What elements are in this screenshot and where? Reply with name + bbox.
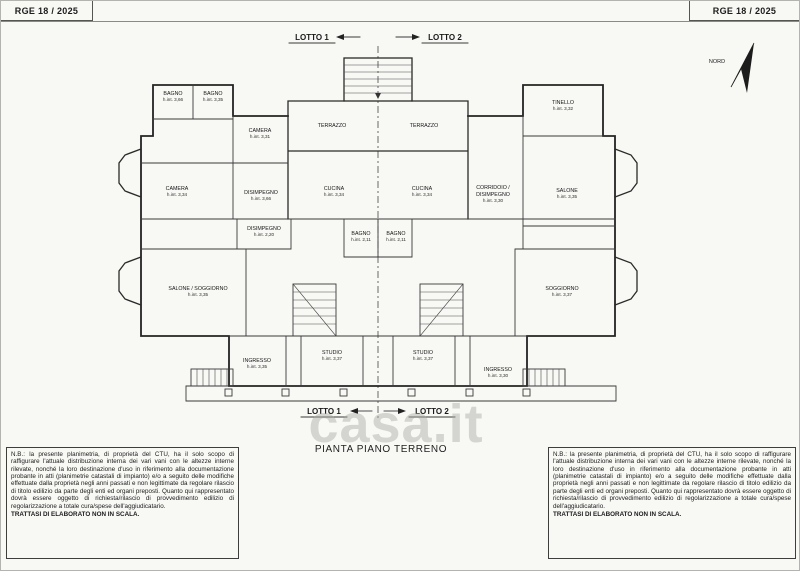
room-studio-dx: STUDIO [413,350,433,356]
room-tinello-h: h.int. 3,32 [553,106,574,111]
room-ingresso-sx-h: h.int. 3,35 [247,364,268,369]
lotto1-top-label: LOTTO 1 [295,33,329,42]
disclaimer-box-right: N.B.: la presente planimetria, di propri… [548,447,796,559]
interior-walls [140,84,616,387]
room-disimpegno1-h: h.int. 3,66 [251,196,272,201]
bay-windows [118,148,638,306]
room-studio-sx: STUDIO [322,350,342,356]
lotto2-top-label: LOTTO 2 [428,33,462,42]
lotto-labels-top: LOTTO 1 LOTTO 2 [288,33,469,44]
room-cucina-sx: CUCINA [324,186,345,192]
room-camera-piccola-h: h.int. 3,31 [250,134,271,139]
disclaimer-note: TRATTASI DI ELABORATO NON IN SCALA. [553,510,682,518]
room-salone-soggiorno-h: h.int. 3,35 [188,292,209,297]
room-cucina-dx-h: h.int. 3,34 [412,192,433,197]
disclaimer-note: TRATTASI DI ELABORATO NON IN SCALA. [11,510,140,518]
room-labels: BAGNO h.int. 3,66 BAGNO h.int. 3,35 CAME… [163,91,579,378]
room-disimpegno2: DISIMPEGNO [247,226,281,232]
room-ingresso-dx: INGRESSO [484,367,512,373]
internal-staircase-right [419,283,464,337]
lotto-labels-bottom: LOTTO 1 LOTTO 2 [300,407,456,418]
room-terrazzo-dx: TERRAZZO [410,123,439,129]
room-studio-sx-h: h.int. 3,37 [322,356,343,361]
room-salone-dx-h: h.int. 3,35 [557,194,578,199]
room-bagno4: BAGNO [386,231,405,237]
room-cucina-dx: CUCINA [412,186,433,192]
disclaimer-body: N.B.: la presente planimetria, di propri… [553,451,791,510]
room-ingresso-sx: INGRESSO [243,358,271,364]
rge-reference-left: RGE 18 / 2025 [1,1,93,21]
north-compass: NORD [709,42,755,93]
room-cucina-sx-h: h.int. 3,34 [324,192,345,197]
plan-title: PIANTA PIANO TERRENO [314,444,448,455]
compass-needle-dark [741,43,754,93]
room-terrazzo-sx: TERRAZZO [318,123,347,129]
header-rule [1,21,799,22]
room-camera-piccola: CAMERA [249,128,272,134]
entry-steps-right [522,368,566,387]
room-soggiorno: SOGGIORNO [545,286,578,292]
arrow-left-icon [350,408,358,414]
room-corridoio-h: h.int. 3,30 [483,198,504,203]
stair-direction-arrow [375,93,381,99]
lotto2-bottom-label: LOTTO 2 [415,407,449,416]
room-corridoio-l1: CORRIDOIO / [476,185,510,191]
room-bagno2-h: h.int. 3,35 [203,97,224,102]
room-bagno3-h: h.int. 2,11 [351,237,371,242]
exterior-staircase-top [343,57,413,102]
room-bagno1: BAGNO [163,91,182,97]
room-bagno1-h: h.int. 3,66 [163,97,184,102]
terrace-walls [287,100,469,220]
room-soggiorno-h: h.int. 3,37 [552,292,573,297]
room-salone-dx: SALONE [556,188,578,194]
entry-steps-left [190,368,234,387]
room-bagno4-h: h.int. 2,11 [386,237,406,242]
room-ingresso-dx-h: h.int. 3,30 [488,373,509,378]
room-tinello: TINELLO [552,100,574,106]
room-camera-h: h.int. 3,34 [167,192,188,197]
arrow-right-icon [398,408,406,414]
room-bagno3: BAGNO [351,231,370,237]
room-camera: CAMERA [166,186,189,192]
room-studio-dx-h: h.int. 3,37 [413,356,434,361]
room-corridoio-l2: DISIMPEGNO [476,192,510,198]
arrow-left-icon [336,34,344,40]
disclaimer-body: N.B.: la presente planimetria, di propri… [11,451,234,510]
compass-needle-light [730,42,755,88]
front-porch [185,385,617,402]
north-label: NORD [709,59,725,65]
room-salone-soggiorno: SALONE / SOGGIORNO [168,286,227,292]
arrow-right-icon [412,34,420,40]
room-disimpegno1: DISIMPEGNO [244,190,278,196]
rge-reference-right: RGE 18 / 2025 [689,1,799,21]
internal-staircase-left [292,283,337,337]
room-disimpegno2-h: h.int. 2,20 [254,232,275,237]
lotto1-bottom-label: LOTTO 1 [307,407,341,416]
room-bagno2: BAGNO [203,91,222,97]
disclaimer-box-left: N.B.: la presente planimetria, di propri… [6,447,239,559]
